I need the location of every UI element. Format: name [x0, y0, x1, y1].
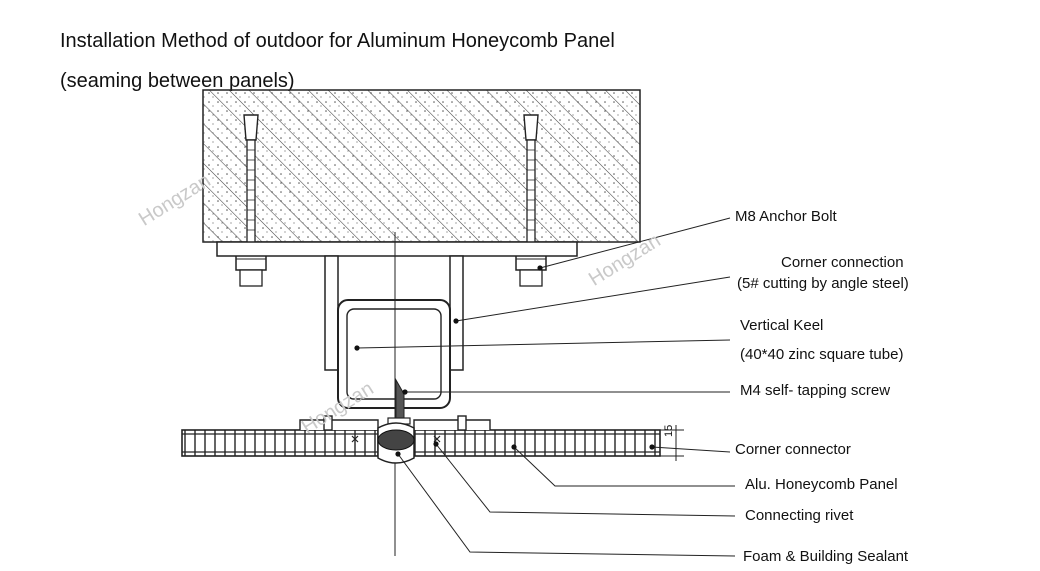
label-corner-connection-note: (5# cutting by angle steel) — [737, 275, 909, 292]
diagram-title: Installation Method of outdoor for Alumi… — [60, 30, 615, 52]
anchor-bolt-left — [235, 114, 267, 287]
dimension-label: 15 — [663, 424, 675, 437]
dimension-mark — [660, 425, 684, 461]
label-honeycomb-panel: Alu. Honeycomb Panel — [745, 476, 898, 493]
vertical-keel-tube — [337, 299, 451, 409]
corner-connector — [299, 415, 491, 443]
label-connecting-rivet: Connecting rivet — [745, 507, 854, 524]
label-corner-connector: Corner connector — [735, 441, 851, 458]
label-corner-connection: Corner connection — [781, 254, 904, 271]
concrete-wall — [202, 89, 641, 243]
tapping-screw — [387, 378, 411, 425]
label-anchor-bolt: M8 Anchor Bolt — [735, 208, 837, 225]
label-vertical-keel: Vertical Keel — [740, 317, 824, 334]
diagram-subtitle: (seaming between panels) — [60, 70, 295, 92]
honeycomb-panel-left — [181, 429, 379, 457]
anchor-bolt-right — [515, 114, 547, 287]
label-vertical-keel-note: (40*40 zinc square tube) — [740, 346, 904, 363]
leader-dots — [354, 265, 655, 457]
foam-sealant — [377, 422, 415, 464]
honeycomb-panel-right — [413, 429, 661, 457]
corner-connection-bracket — [216, 241, 578, 371]
leader-lines — [356, 217, 736, 557]
label-tapping-screw: M4 self- tapping screw — [740, 382, 891, 399]
label-foam-sealant: Foam & Building Sealant — [743, 548, 909, 565]
